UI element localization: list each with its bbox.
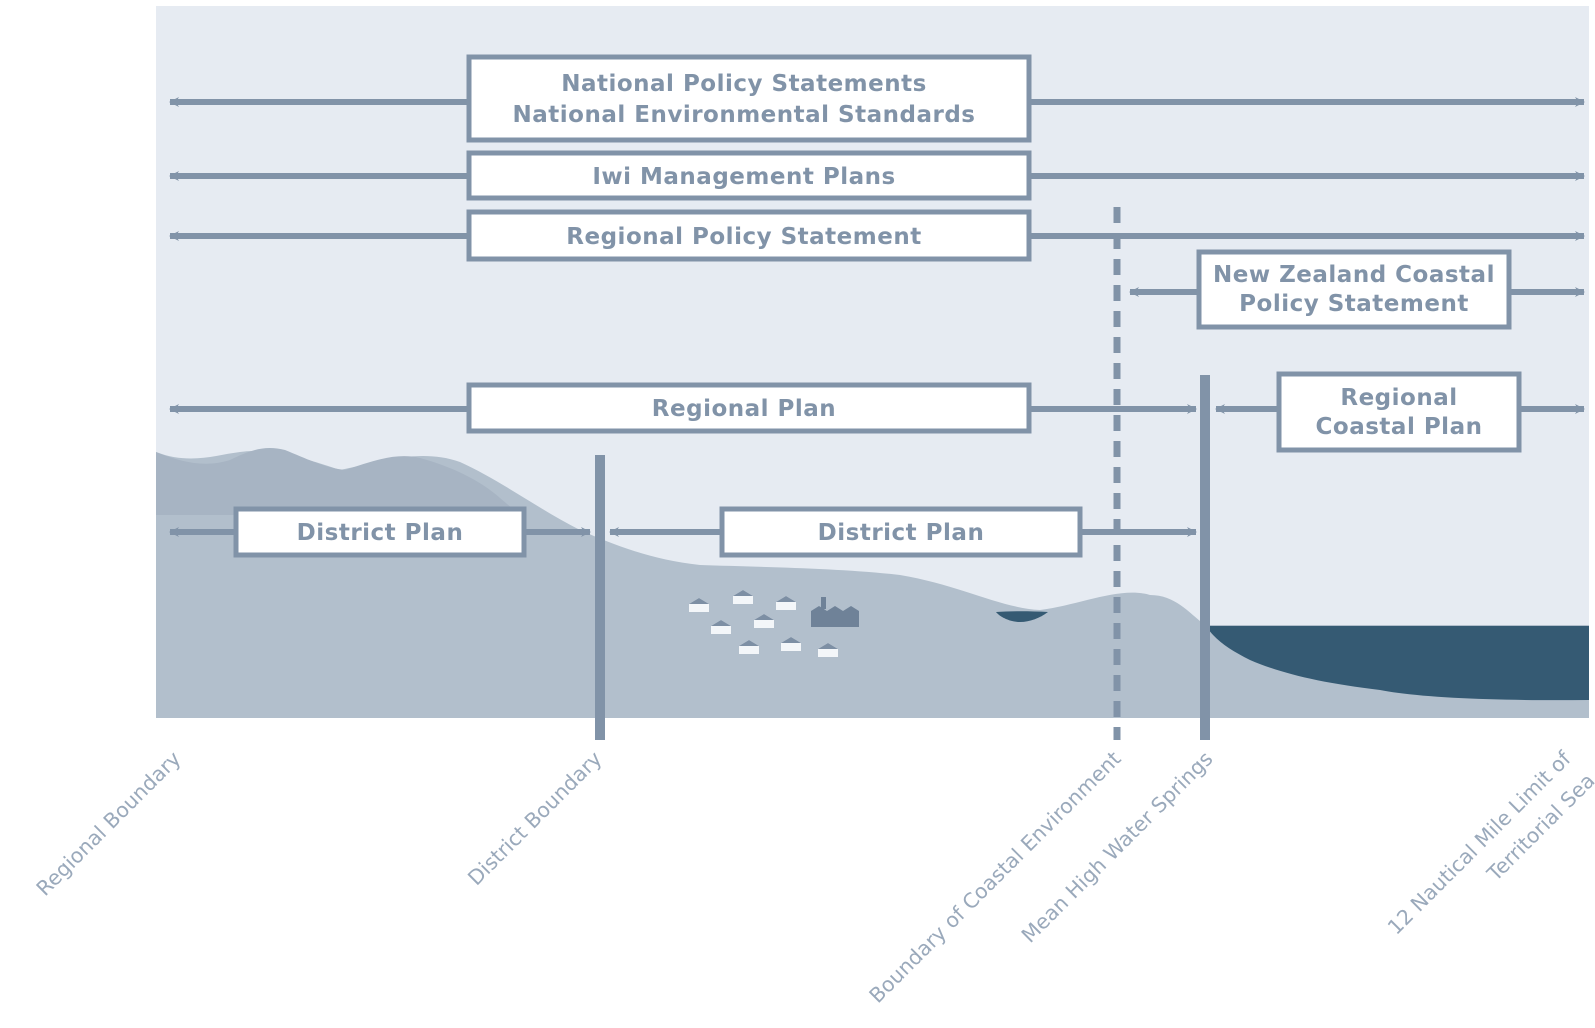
rcp-label-line2: Coastal Plan — [1316, 414, 1483, 440]
house-icon — [754, 614, 774, 628]
nps-label-line2: National Environmental Standards — [513, 102, 976, 128]
district-plan-left-box — [233, 506, 527, 558]
factory-icon — [811, 597, 859, 627]
settlement — [689, 590, 859, 657]
regional-plan-box — [466, 382, 1032, 434]
district-plan-right-box — [719, 506, 1083, 558]
district-plan-right-label: District Plan — [818, 520, 985, 546]
mhws-label: Mean High Water Springs — [1017, 747, 1218, 948]
sea — [1206, 626, 1589, 701]
district-plan-left-label: District Plan — [297, 520, 464, 546]
house-icon — [781, 637, 801, 651]
house-icon — [733, 590, 753, 604]
house-icon — [776, 596, 796, 610]
rps-box — [466, 209, 1032, 262]
house-icon — [711, 620, 731, 634]
iwi-label: Iwi Management Plans — [592, 164, 895, 190]
iwi-box — [466, 150, 1032, 201]
regional-boundary-label: Regional Boundary — [32, 747, 186, 901]
territorial-sea-label-line1: 12 Nautical Mile Limit of — [1383, 746, 1576, 939]
house-icon — [818, 643, 838, 657]
nps-box — [466, 54, 1032, 143]
rps-label: Regional Policy Statement — [566, 224, 921, 250]
nzcps-label-line2: Policy Statement — [1239, 291, 1469, 317]
arrows — [169, 97, 1585, 537]
nzcps-box — [1196, 249, 1512, 330]
nzcps-label-line1: New Zealand Coastal — [1213, 262, 1495, 288]
instrument-boxes — [233, 54, 1522, 558]
regional-plan-label: Regional Plan — [652, 396, 836, 422]
hills — [156, 448, 520, 515]
rcp-box — [1276, 371, 1522, 453]
house-icon — [689, 598, 709, 612]
nps-label-line1: National Policy Statements — [561, 71, 927, 97]
rcp-label-line1: Regional — [1340, 385, 1457, 411]
inland-water — [996, 611, 1048, 622]
house-icon — [739, 640, 759, 654]
district-boundary-label: District Boundary — [463, 747, 606, 890]
